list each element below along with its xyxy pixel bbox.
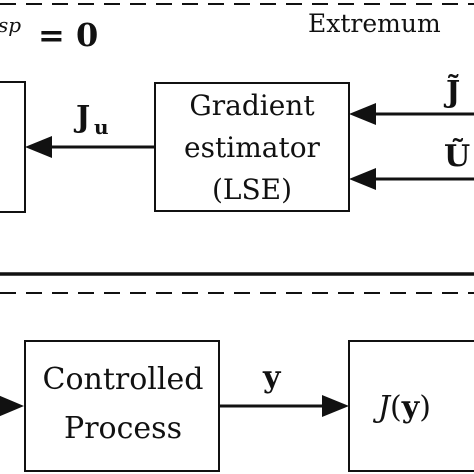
gradient-estimator-line3: (LSE)	[212, 173, 292, 206]
gradient-estimator-block	[154, 82, 350, 212]
ju-arrow-head	[25, 136, 52, 158]
setpoint-superscript: sp	[0, 13, 21, 37]
cost-function-block	[348, 340, 474, 472]
ju-signal-label: J	[73, 100, 90, 135]
cost-function-rparen: )	[419, 390, 431, 425]
u-tilde-arrow-head	[349, 168, 376, 190]
cost-function-lparen: (	[390, 390, 402, 425]
left-cropped-block	[0, 81, 26, 213]
cost-function-y: y	[401, 390, 421, 425]
gradient-estimator-line2: estimator	[184, 131, 321, 164]
y-signal-label: y	[262, 360, 282, 395]
j-tilde-arrow-head	[349, 103, 376, 125]
j-tilde-signal-label: J̃	[443, 75, 460, 110]
controlled-process-block	[24, 340, 220, 472]
process-input-arrow-head	[0, 395, 24, 417]
y-arrow-head	[322, 395, 349, 417]
cost-function-label: J(y)	[372, 390, 431, 425]
controlled-process-line2: Process	[64, 411, 182, 446]
setpoint-equals-zero: = 0	[38, 16, 98, 54]
u-tilde-signal-label: Ũ	[444, 137, 470, 174]
gradient-estimator-line1: Gradient	[189, 89, 315, 122]
ju-signal-subscript: u	[94, 115, 109, 139]
controlled-process-line1: Controlled	[43, 362, 204, 397]
extremum-region-label: Extremum	[308, 9, 441, 38]
